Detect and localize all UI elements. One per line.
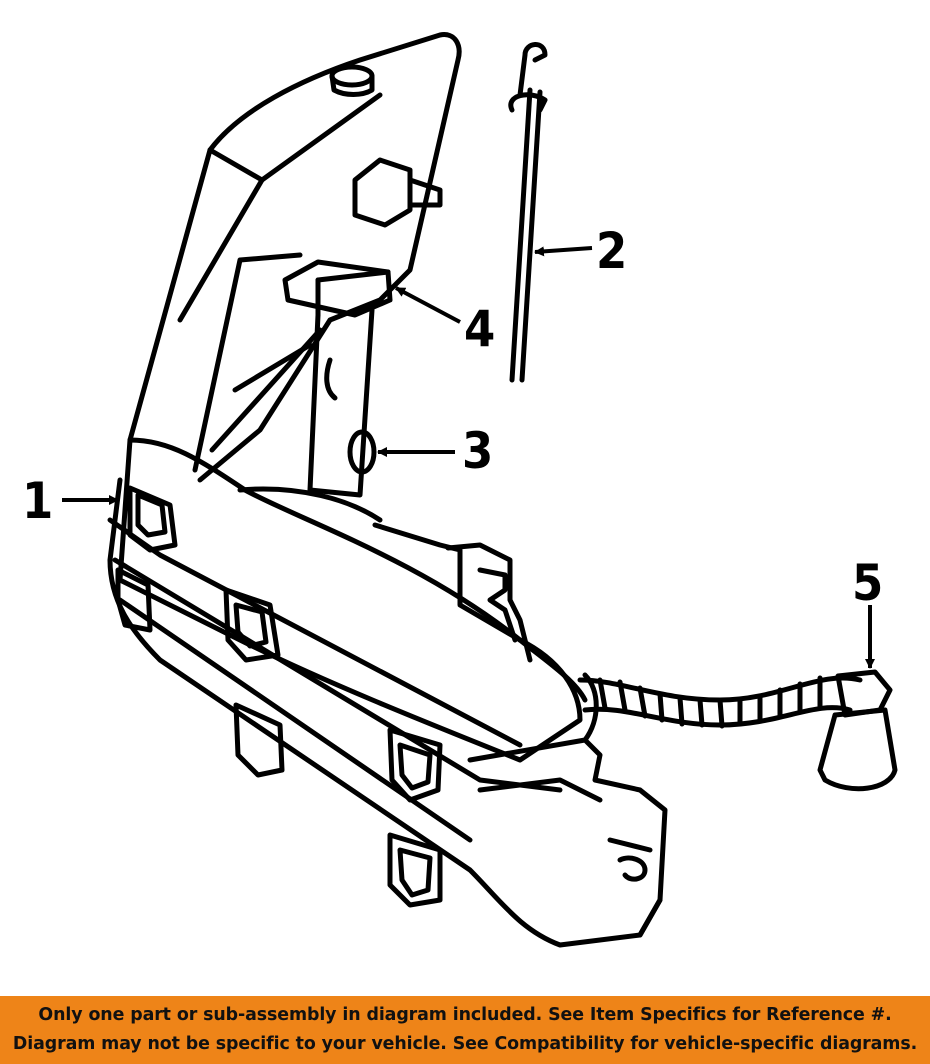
headlamp-housing-art xyxy=(107,32,898,948)
disclaimer-line-2: Diagram may not be specific to your vehi… xyxy=(12,1034,918,1054)
leader-4 xyxy=(395,286,461,324)
callout-leaders xyxy=(62,246,875,669)
callout-2: 2 xyxy=(596,222,627,280)
parts-diagram: 1 2 3 4 5 xyxy=(22,32,898,948)
callout-4: 4 xyxy=(464,300,495,358)
leader-2 xyxy=(534,246,593,257)
callout-3: 3 xyxy=(462,422,493,480)
callout-5: 5 xyxy=(852,554,883,612)
callout-1: 1 xyxy=(22,472,53,530)
disclaimer-banner: Only one part or sub-assembly in diagram… xyxy=(0,996,930,1064)
disclaimer-line-1: Only one part or sub-assembly in diagram… xyxy=(38,1005,892,1025)
